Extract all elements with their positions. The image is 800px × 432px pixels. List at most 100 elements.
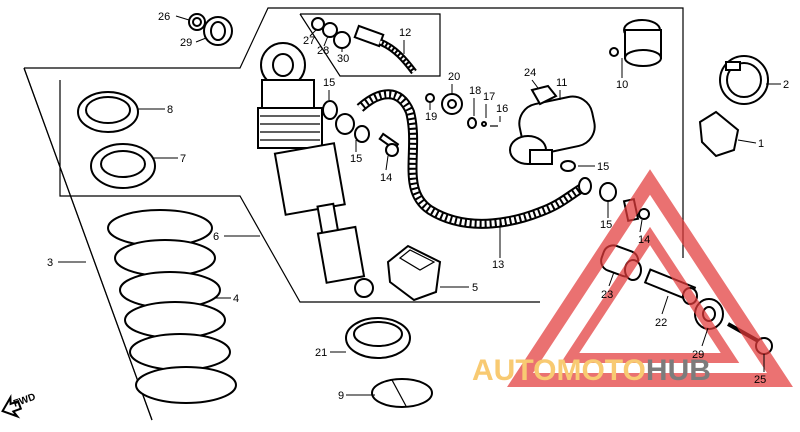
callout-25: 25 <box>754 354 766 386</box>
callout-label-24: 24 <box>524 67 536 79</box>
dust-seal-5 <box>386 244 442 302</box>
callout-4: 4 <box>214 293 239 305</box>
callout-label-18: 18 <box>469 85 481 97</box>
shock-absorber <box>257 42 374 298</box>
callout-15d: 15 <box>600 200 612 231</box>
callout-28: 28 <box>317 35 329 57</box>
callout-leader-22 <box>661 295 669 315</box>
washer-20-inner <box>447 99 457 109</box>
cap-24 <box>530 84 558 106</box>
washer-15a <box>322 100 338 120</box>
watermark-text: AUTOMOTOHUB <box>472 354 711 387</box>
callout-label-15c: 15 <box>597 161 609 173</box>
callout-label-7: 7 <box>180 153 186 165</box>
callout-21: 21 <box>315 347 346 359</box>
callout-1: 1 <box>737 138 764 150</box>
stopper-ring-21 <box>345 317 411 359</box>
callout-8: 8 <box>138 104 173 116</box>
washers-27-28-30 <box>311 17 351 49</box>
clip-17 <box>481 121 487 127</box>
callout-leader-27 <box>309 29 317 37</box>
oring-18 <box>467 117 477 129</box>
reservoir-hose-inner <box>357 91 587 227</box>
watermark-triangle <box>507 169 793 387</box>
washer-15b <box>335 113 355 135</box>
callout-label-13: 13 <box>492 259 504 271</box>
callout-label-26: 26 <box>158 11 170 23</box>
callout-24: 24 <box>524 67 539 89</box>
mount-rubber-1 <box>698 110 740 158</box>
callout-11: 11 <box>556 77 567 100</box>
clamp-band-2 <box>719 55 769 105</box>
automotohub-watermark: AUTOMOTOHUB <box>472 169 793 387</box>
lock-nut-8 <box>77 91 139 133</box>
callout-leader-26 <box>175 15 190 21</box>
callout-label-20: 20 <box>448 71 460 83</box>
nut-19 <box>425 93 435 103</box>
callout-label-3: 3 <box>47 257 53 269</box>
callout-label-5: 5 <box>472 282 478 294</box>
frame-diag-left <box>23 67 153 421</box>
split-collar-9 <box>371 378 433 408</box>
callout-9: 9 <box>338 390 375 402</box>
bolt-14a <box>378 132 400 157</box>
callout-18: 18 <box>469 85 481 116</box>
callout-26: 26 <box>158 11 190 23</box>
lock-nut-7 <box>90 143 156 189</box>
callout-label-15d: 15 <box>600 219 612 231</box>
callout-label-27: 27 <box>303 35 315 47</box>
callout-23: 23 <box>601 271 615 301</box>
callout-label-4: 4 <box>233 293 239 305</box>
washer-15c <box>354 125 370 143</box>
callout-label-16: 16 <box>496 103 508 115</box>
callout-label-19: 19 <box>425 111 437 123</box>
callout-30: 30 <box>337 48 349 65</box>
callout-label-25: 25 <box>754 374 766 386</box>
callout-label-15a: 15 <box>323 77 335 89</box>
callout-label-14a: 14 <box>380 172 392 184</box>
callout-layer: 1234567891011121314141515151516171819202… <box>47 11 789 402</box>
callout-19: 19 <box>425 102 437 123</box>
callout-7: 7 <box>152 153 186 165</box>
callout-15a: 15 <box>323 77 335 100</box>
coil-spring <box>107 209 237 404</box>
watermark-triangle-inner <box>560 226 740 363</box>
callout-20: 20 <box>448 71 460 94</box>
callout-12: 12 <box>399 27 411 54</box>
callout-label-6: 6 <box>213 231 219 243</box>
callout-label-11: 11 <box>556 77 567 89</box>
callout-leader-29a <box>195 37 207 43</box>
callout-6: 6 <box>213 231 260 243</box>
reservoir-11 <box>509 95 596 165</box>
callout-label-29a: 29 <box>180 37 192 49</box>
watermark-part1: AUTOMOTO <box>472 354 646 387</box>
callout-leader-24 <box>531 79 539 89</box>
callout-17: 17 <box>483 91 495 118</box>
callout-leader-29b <box>701 327 709 347</box>
callout-13: 13 <box>492 220 504 271</box>
callout-29a: 29 <box>180 37 207 49</box>
callout-label-1: 1 <box>758 138 764 150</box>
callout-label-30: 30 <box>337 53 349 65</box>
callout-label-12: 12 <box>399 27 411 39</box>
callout-label-29b: 29 <box>692 349 704 361</box>
reservoir-band <box>609 19 662 67</box>
callout-leader-28 <box>323 35 329 47</box>
callout-22: 22 <box>655 295 669 329</box>
callout-label-8: 8 <box>167 104 173 116</box>
callout-label-15b: 15 <box>350 153 362 165</box>
fwd-indicator: FWD <box>1 392 37 419</box>
callout-leader-1 <box>737 139 757 144</box>
callout-label-21: 21 <box>315 347 327 359</box>
callout-label-9: 9 <box>338 390 344 402</box>
hose-12 <box>353 24 417 75</box>
callout-label-28: 28 <box>317 45 329 57</box>
callout-leader-23 <box>608 271 615 287</box>
callout-5: 5 <box>440 282 478 294</box>
bearing-upper <box>188 13 233 46</box>
frame-inner <box>59 80 540 303</box>
callout-label-22: 22 <box>655 317 667 329</box>
callout-15b: 15 <box>350 140 362 165</box>
hose-fitting-end <box>578 177 592 195</box>
